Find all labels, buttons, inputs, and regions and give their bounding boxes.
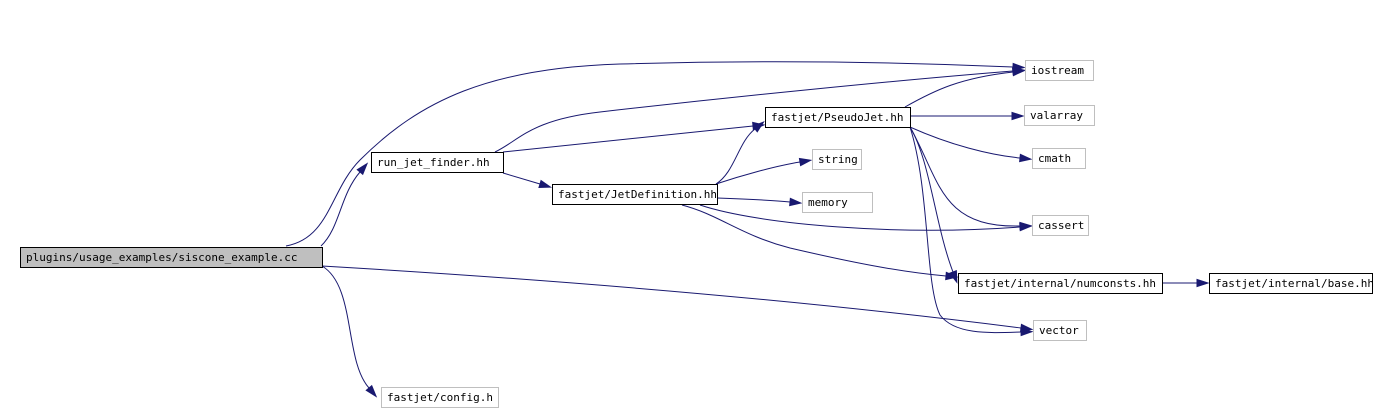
edge-arrowhead <box>798 157 813 167</box>
node-label[interactable]: run_jet_finder.hh <box>377 156 490 169</box>
edge-jetdefinition-to-pseudojet <box>715 121 765 185</box>
node-box <box>1025 60 1094 81</box>
edge-line <box>321 265 1022 329</box>
edge-run_jet_finder-to-jetdefinition <box>502 172 553 188</box>
edge-jetdefinition-to-string <box>715 157 813 185</box>
node-box <box>1032 215 1089 236</box>
node-label: cmath <box>1038 152 1071 165</box>
edge-arrowhead <box>365 384 378 398</box>
node-valarray: valarray <box>1024 105 1095 126</box>
edge-line <box>502 172 541 185</box>
node-pseudojet[interactable]: fastjet/PseudoJet.hh <box>765 107 911 128</box>
edge-line <box>715 161 801 185</box>
node-label: memory <box>808 196 848 209</box>
node-box <box>1032 148 1086 169</box>
node-string: string <box>812 149 862 170</box>
edge-run_jet_finder-to-pseudojet <box>502 121 766 153</box>
node-jetdefinition[interactable]: fastjet/JetDefinition.hh <box>552 184 718 205</box>
edges-layer <box>285 61 1210 398</box>
edge-line <box>716 197 791 203</box>
edge-arrowhead <box>751 121 765 133</box>
node-label: iostream <box>1031 64 1084 77</box>
node-label[interactable]: fastjet/JetDefinition.hh <box>558 188 717 201</box>
edge-line <box>904 71 1014 108</box>
edge-arrowhead <box>1019 221 1033 231</box>
edge-line <box>285 61 1014 247</box>
node-iostream: iostream <box>1025 60 1094 81</box>
edge-line <box>321 265 370 389</box>
edge-line <box>681 204 947 277</box>
node-label[interactable]: plugins/usage_examples/siscone_example.c… <box>26 251 298 264</box>
edge-pseudojet-to-iostream <box>904 67 1026 108</box>
edge-line <box>494 70 1014 153</box>
node-numconsts[interactable]: fastjet/internal/numconsts.hh <box>958 273 1163 294</box>
edge-arrowhead <box>1020 327 1034 337</box>
edge-siscone_example-to-config <box>321 265 378 398</box>
edge-siscone_example-to-run_jet_finder <box>320 162 369 247</box>
edge-line <box>909 126 1021 227</box>
node-label: valarray <box>1030 109 1083 122</box>
node-box[interactable] <box>1209 273 1373 294</box>
edge-line <box>909 126 954 273</box>
node-box <box>812 149 862 170</box>
edge-run_jet_finder-to-iostream <box>494 66 1026 153</box>
edge-pseudojet-to-cmath <box>909 126 1033 163</box>
node-label[interactable]: fastjet/PseudoJet.hh <box>771 111 903 124</box>
edge-jetdefinition-to-memory <box>716 197 803 207</box>
edge-numconsts-to-base <box>1161 278 1210 288</box>
node-label: fastjet/config.h <box>387 391 493 404</box>
node-memory: memory <box>802 192 873 213</box>
nodes-layer: plugins/usage_examples/siscone_example.c… <box>20 60 1374 408</box>
edge-arrowhead <box>1012 67 1026 77</box>
node-label[interactable]: fastjet/internal/numconsts.hh <box>964 277 1156 290</box>
edge-arrowhead <box>1196 278 1210 288</box>
node-box[interactable] <box>958 273 1163 294</box>
node-run_jet_finder[interactable]: run_jet_finder.hh <box>371 152 504 173</box>
edge-pseudojet-to-vector <box>909 126 1034 337</box>
edge-line <box>909 126 1021 159</box>
edge-pseudojet-to-cassert <box>909 126 1033 231</box>
node-cassert: cassert <box>1032 215 1089 236</box>
node-box[interactable] <box>552 184 718 205</box>
edge-line <box>320 171 361 247</box>
edge-line <box>502 125 754 153</box>
edge-pseudojet-to-valarray <box>909 111 1025 121</box>
edge-line <box>699 204 1021 231</box>
node-base[interactable]: fastjet/internal/base.hh <box>1209 273 1374 294</box>
node-box <box>1033 320 1087 341</box>
node-box[interactable] <box>20 247 323 268</box>
node-vector: vector <box>1033 320 1087 341</box>
node-box <box>802 192 873 213</box>
edge-arrowhead <box>538 179 553 188</box>
edge-arrowhead <box>1011 111 1025 121</box>
node-box[interactable] <box>765 107 911 128</box>
edge-jetdefinition-to-numconsts <box>681 204 959 281</box>
node-box <box>381 387 499 408</box>
edge-siscone_example-to-vector <box>321 265 1034 333</box>
node-config: fastjet/config.h <box>381 387 499 408</box>
node-box <box>1024 105 1095 126</box>
node-label: string <box>818 153 858 166</box>
edge-arrowhead <box>789 197 803 207</box>
node-cmath: cmath <box>1032 148 1086 169</box>
node-box[interactable] <box>371 152 504 173</box>
node-label: vector <box>1039 324 1079 337</box>
edge-line <box>909 126 1022 334</box>
edge-arrowhead <box>356 162 369 176</box>
edge-pseudojet-to-numconsts <box>909 126 958 284</box>
node-label[interactable]: fastjet/internal/base.hh <box>1215 277 1374 290</box>
edge-line <box>715 128 756 185</box>
node-label: cassert <box>1038 219 1084 232</box>
edge-arrowhead <box>1019 153 1033 163</box>
node-siscone_example[interactable]: plugins/usage_examples/siscone_example.c… <box>20 247 323 268</box>
edge-arrowhead <box>948 270 958 284</box>
